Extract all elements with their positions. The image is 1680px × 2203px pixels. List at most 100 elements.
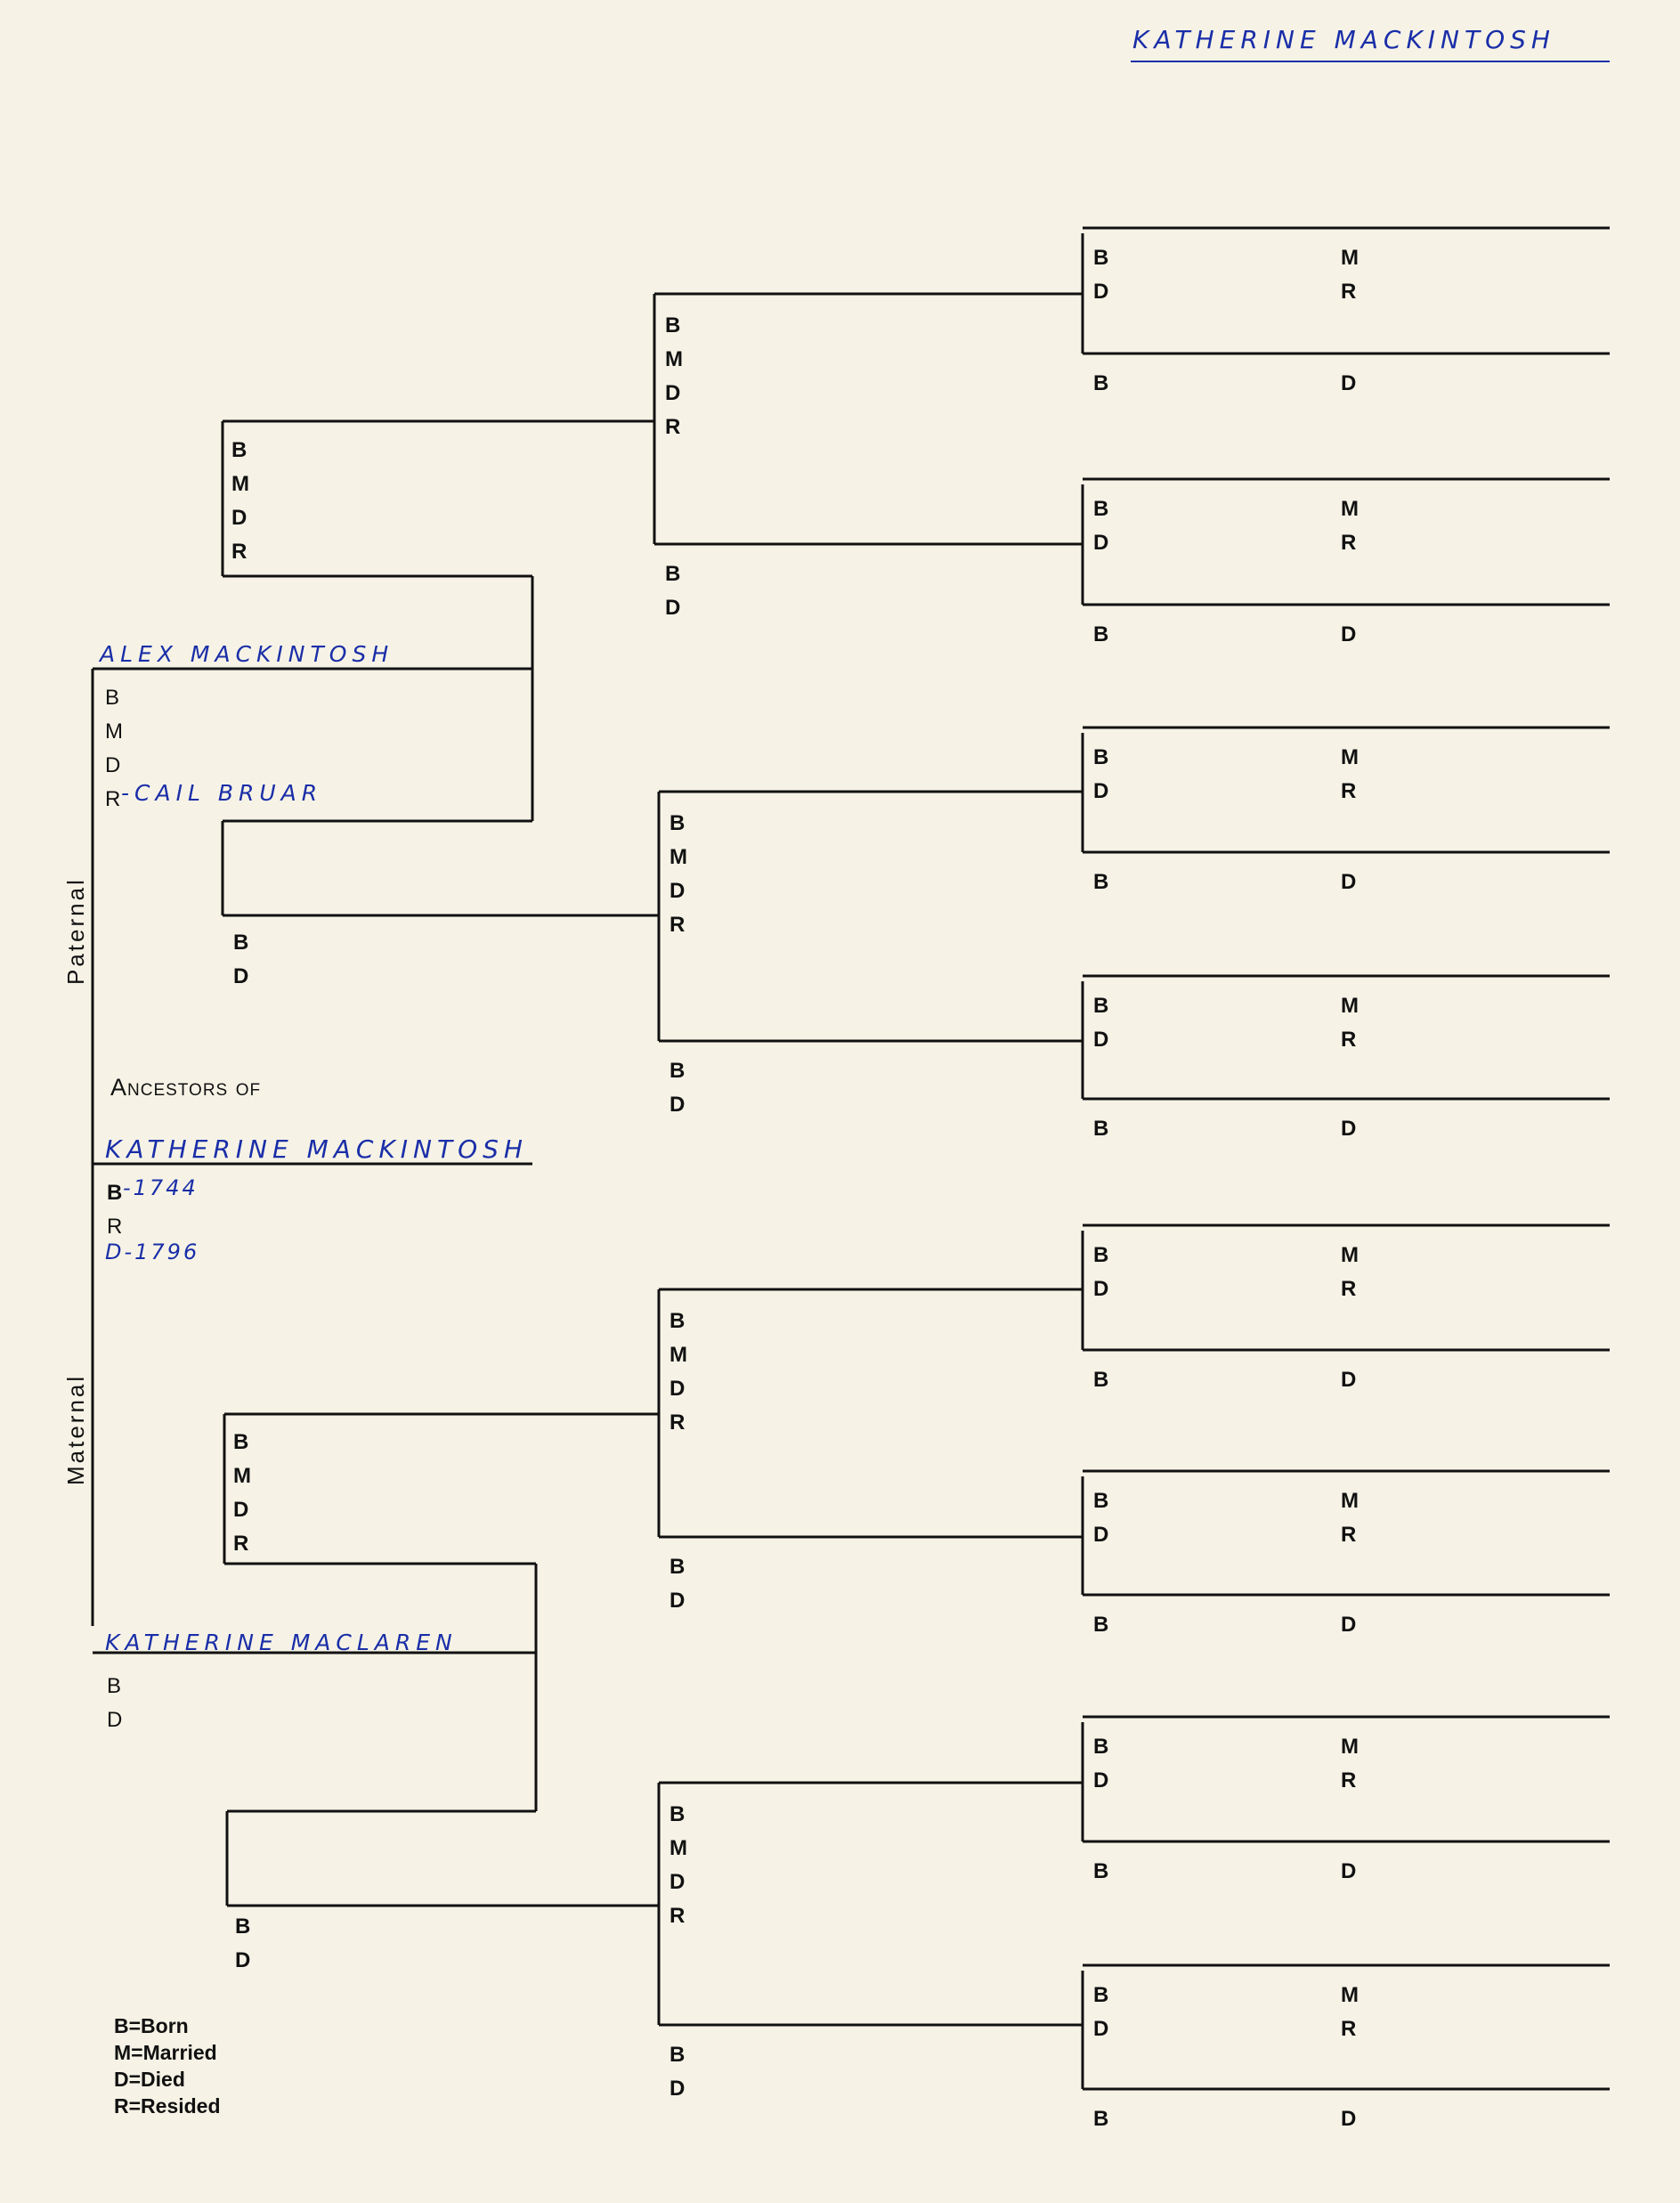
gen2-B-1: B	[233, 1430, 249, 1454]
legend-died: D=Died	[114, 2068, 185, 2091]
gen3-bottom-D-0: D	[665, 596, 681, 620]
gen3-bottom-D-3: D	[670, 2077, 686, 2101]
legend-resided: R=Resided	[114, 2094, 221, 2118]
gen4-D-7: D	[1093, 2017, 1109, 2041]
gen4-M-1: M	[1341, 497, 1359, 521]
father-resided-value: -CAIL BRUAR	[121, 780, 323, 806]
gen4-D-2: D	[1093, 779, 1109, 803]
mother-name: KATHERINE MACLAREN	[105, 1630, 458, 1655]
subject-died-value: D-1796	[105, 1240, 200, 1264]
gen2-R-1: R	[233, 1532, 249, 1556]
gen3-M-0: M	[665, 347, 683, 371]
gen2-B-0: B	[233, 931, 249, 955]
gen4-bottom-B-3: B	[1093, 1117, 1109, 1141]
legend-married: M=Married	[114, 2041, 217, 2064]
gen4-bottom-B-5: B	[1093, 1613, 1109, 1637]
gen4-B-7: B	[1093, 1983, 1109, 2007]
subject-resided-label: R	[107, 1215, 123, 1239]
legend-born: B=Born	[114, 2014, 189, 2037]
gen4-bottom-B-0: B	[1093, 371, 1109, 395]
header-handwritten-name: KATHERINE MACKINTOSH	[1132, 25, 1555, 54]
gen4-B-3: B	[1093, 994, 1109, 1018]
gen2-D-1: D	[233, 1498, 249, 1522]
gen3-B-3: B	[670, 1802, 686, 1826]
maternal-label: Maternal	[62, 1373, 89, 1485]
gen4-B-0: B	[1093, 246, 1109, 270]
gen4-bottom-D-5: D	[1341, 1613, 1357, 1637]
gen2-M-0: M	[231, 472, 249, 496]
gen2-D-0: D	[231, 506, 248, 530]
gen4-R-1: R	[1341, 531, 1357, 555]
paternal-label: Paternal	[62, 877, 89, 985]
gen3-bottom-B-1: B	[670, 1059, 686, 1083]
gen3-B-0: B	[665, 313, 681, 337]
gen3-D-3: D	[670, 1870, 686, 1894]
gen3-R-0: R	[665, 415, 681, 439]
gen4-B-5: B	[1093, 1489, 1109, 1513]
gen4-M-6: M	[1341, 1735, 1359, 1759]
gen4-bottom-B-1: B	[1093, 622, 1109, 646]
gen4-D-4: D	[1093, 1277, 1109, 1301]
gen3-bottom-B-2: B	[670, 1555, 686, 1579]
gen4-bottom-B-2: B	[1093, 870, 1109, 894]
subject-born-value: -1744	[123, 1175, 199, 1200]
gen3-bottom-B-0: B	[665, 562, 681, 586]
gen4-R-6: R	[1341, 1768, 1357, 1792]
gen4-bottom-D-0: D	[1341, 371, 1357, 395]
gen3-R-3: R	[670, 1904, 686, 1928]
gen4-R-4: R	[1341, 1277, 1357, 1301]
gen4-B-6: B	[1093, 1735, 1109, 1759]
gen3-R-1: R	[670, 913, 686, 937]
father-resided-label: R	[105, 787, 121, 811]
gen2-M-1: M	[233, 1464, 251, 1488]
gen4-bottom-D-6: D	[1341, 1859, 1357, 1883]
gen4-bottom-B-4: B	[1093, 1368, 1109, 1392]
gen2-B-0: B	[231, 438, 248, 462]
gen3-D-0: D	[665, 381, 681, 405]
gen3-R-2: R	[670, 1410, 686, 1435]
gen4-M-2: M	[1341, 745, 1359, 769]
gen2-R-0: R	[231, 540, 248, 564]
gen4-M-0: M	[1341, 246, 1359, 270]
gen4-D-3: D	[1093, 1028, 1109, 1052]
gen3-bottom-D-1: D	[670, 1093, 686, 1117]
gen3-bottom-B-3: B	[670, 2043, 686, 2067]
gen4-D-0: D	[1093, 280, 1109, 304]
gen4-D-5: D	[1093, 1523, 1109, 1547]
gen3-M-1: M	[670, 845, 687, 869]
gen4-bottom-D-4: D	[1341, 1368, 1357, 1392]
gen4-bottom-D-3: D	[1341, 1117, 1357, 1141]
father-name: ALEX MACKINTOSH	[100, 641, 394, 667]
gen3-D-2: D	[670, 1377, 686, 1401]
father-married-label: M	[105, 719, 123, 744]
gen4-bottom-B-6: B	[1093, 1859, 1109, 1883]
gen4-B-1: B	[1093, 497, 1109, 521]
gen4-D-1: D	[1093, 531, 1109, 555]
gen4-D-6: D	[1093, 1768, 1109, 1792]
gen4-B-2: B	[1093, 745, 1109, 769]
mother-born-label: B	[107, 1674, 122, 1698]
gen3-D-1: D	[670, 879, 686, 903]
gen2-D-0: D	[233, 964, 249, 988]
subject-name: KATHERINE MACKINTOSH	[105, 1134, 528, 1164]
gen2-B-1: B	[235, 1914, 251, 1939]
mother-died-label: D	[107, 1708, 123, 1732]
gen4-bottom-B-7: B	[1093, 2107, 1109, 2131]
gen4-M-5: M	[1341, 1489, 1359, 1513]
gen4-R-0: R	[1341, 280, 1357, 304]
gen4-R-5: R	[1341, 1523, 1357, 1547]
gen3-M-3: M	[670, 1836, 687, 1860]
gen4-R-2: R	[1341, 779, 1357, 803]
ancestors-of-label: Ancestors of	[110, 1074, 262, 1101]
gen4-R-7: R	[1341, 2017, 1357, 2041]
gen2-D-1: D	[235, 1948, 251, 1972]
father-died-label: D	[105, 753, 121, 777]
father-born-label: B	[105, 686, 120, 710]
gen4-bottom-D-1: D	[1341, 622, 1357, 646]
header-underline	[1131, 61, 1610, 62]
subject-born-label: B	[107, 1181, 123, 1205]
gen4-R-3: R	[1341, 1028, 1357, 1052]
gen3-M-2: M	[670, 1343, 687, 1367]
